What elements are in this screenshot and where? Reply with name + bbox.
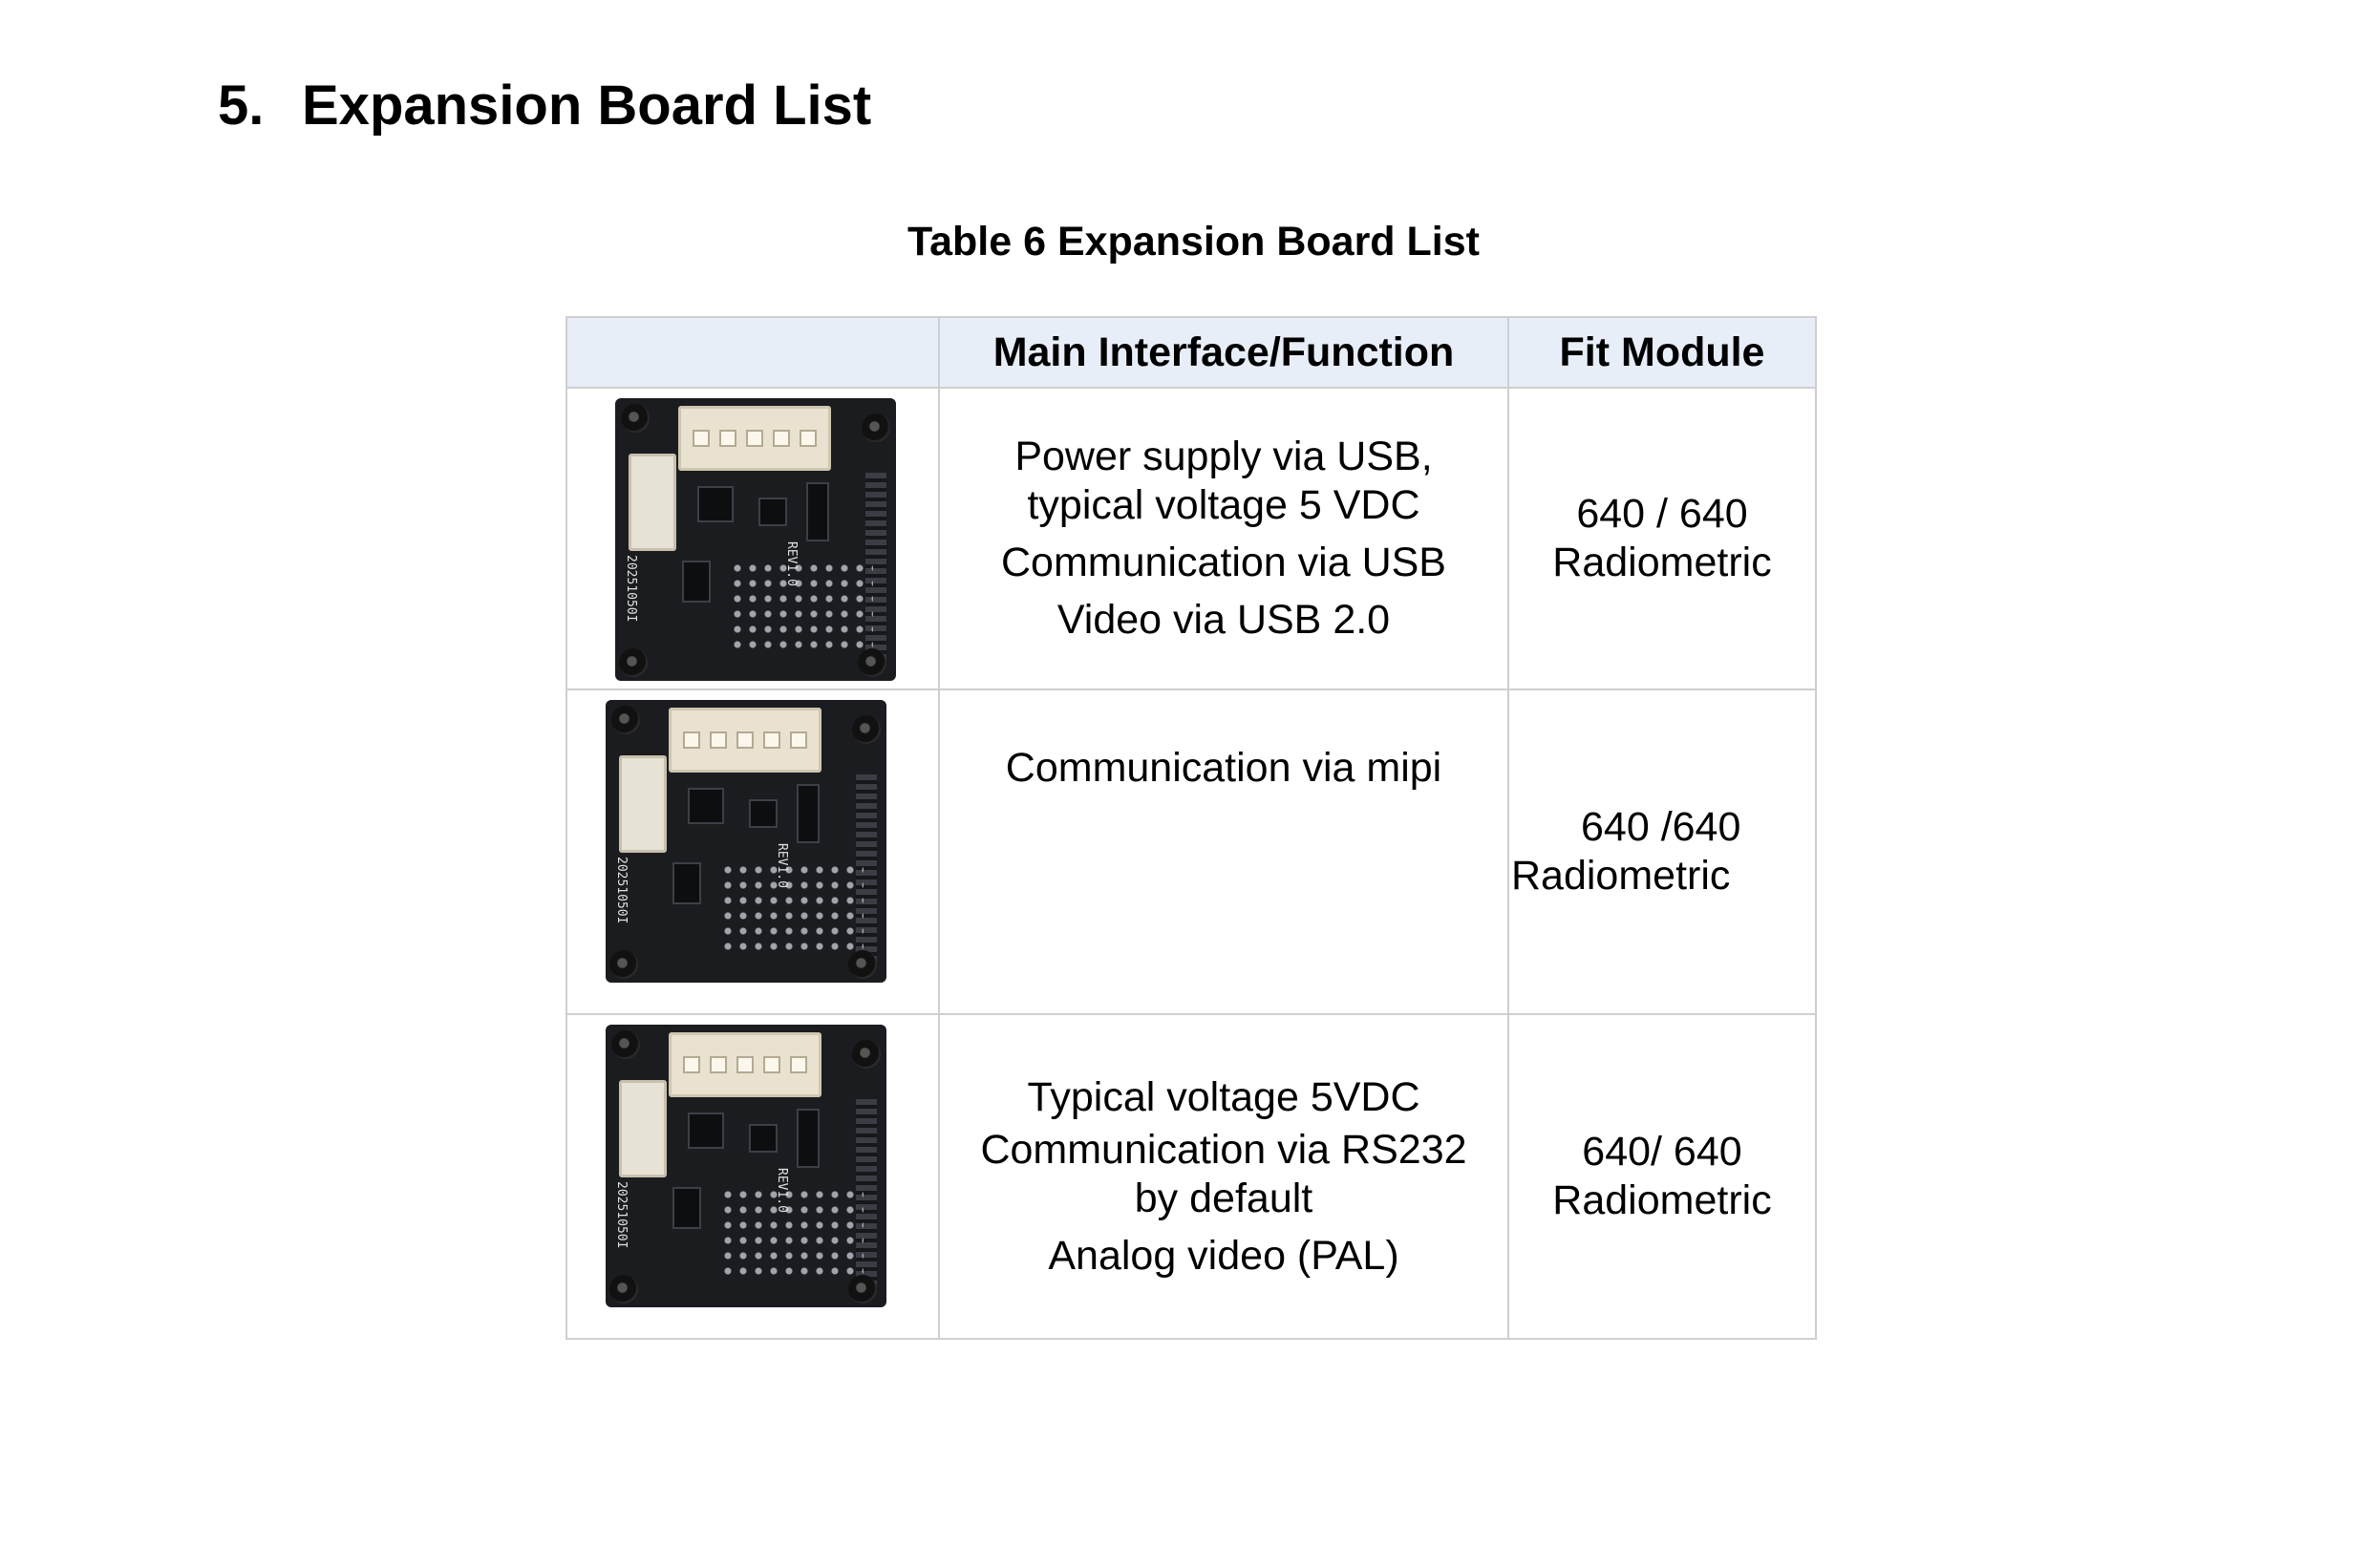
function-cell: Communication via mipi [938,689,1509,1015]
expansion-board-photo-icon: 20251050I REV1.0 [606,1025,886,1307]
board-image-cell: 20251050I REV1.0 [565,689,940,1015]
header-main-interface: Main Interface/Function [938,316,1509,389]
fit-module-cell: 640/ 640 Radiometric [1507,1013,1817,1340]
section-number: 5. [218,74,265,137]
table-row: 20251050I REV1.0 Communication via mipi … [565,689,1817,1015]
function-line: Analog video (PAL) [1048,1232,1399,1279]
function-line: Communication via USB [1000,540,1446,585]
fit-module-line: Radiometric [1511,853,1731,899]
function-line: Typical voltage 5VDC [1027,1073,1420,1120]
board-image-cell: 20251050I REV1.0 [565,1013,940,1340]
board-image-cell: 20251050I REV1.0 [565,387,940,690]
expansion-board-table: Main Interface/Function Fit Module [565,316,1817,1340]
table-header-row: Main Interface/Function Fit Module [565,316,1817,389]
function-line: Video via USB 2.0 [1056,597,1391,643]
expansion-board-photo-icon: 20251050I REV1.0 [606,700,886,983]
table-caption: Table 6 Expansion Board List [907,219,1480,265]
fit-module-cell: 640 /640 Radiometric [1507,689,1817,1015]
fit-module-line: Radiometric [1552,1177,1772,1223]
function-line: Communication via mipi [1005,745,1442,791]
fit-module-line: 640 /640 [1581,804,1741,850]
table-row: 20251050I REV1.0 Typical voltage 5VDC Co… [565,1013,1817,1340]
table-row: 20251050I REV1.0 Power supply via USB, t… [565,387,1817,690]
expansion-board-photo-icon: 20251050I REV1.0 [615,398,896,681]
section-heading: 5.Expansion Board List [218,78,871,134]
function-line: Power supply via USB, [1014,434,1433,479]
function-line: typical voltage 5 VDC [1027,482,1420,528]
function-cell: Typical voltage 5VDC Communication via R… [938,1013,1509,1340]
fit-module-line: 640 / 640 [1576,491,1748,537]
function-cell: Power supply via USB, typical voltage 5 … [938,387,1509,690]
section-title: Expansion Board List [302,74,872,137]
header-image-column [565,316,940,389]
header-fit-module: Fit Module [1507,316,1817,389]
fit-module-cell: 640 / 640 Radiometric [1507,387,1817,690]
function-line: Communication via RS232 [980,1126,1467,1173]
function-line: by default [1134,1175,1313,1221]
fit-module-line: Radiometric [1552,540,1772,585]
fit-module-line: 640/ 640 [1582,1129,1742,1175]
